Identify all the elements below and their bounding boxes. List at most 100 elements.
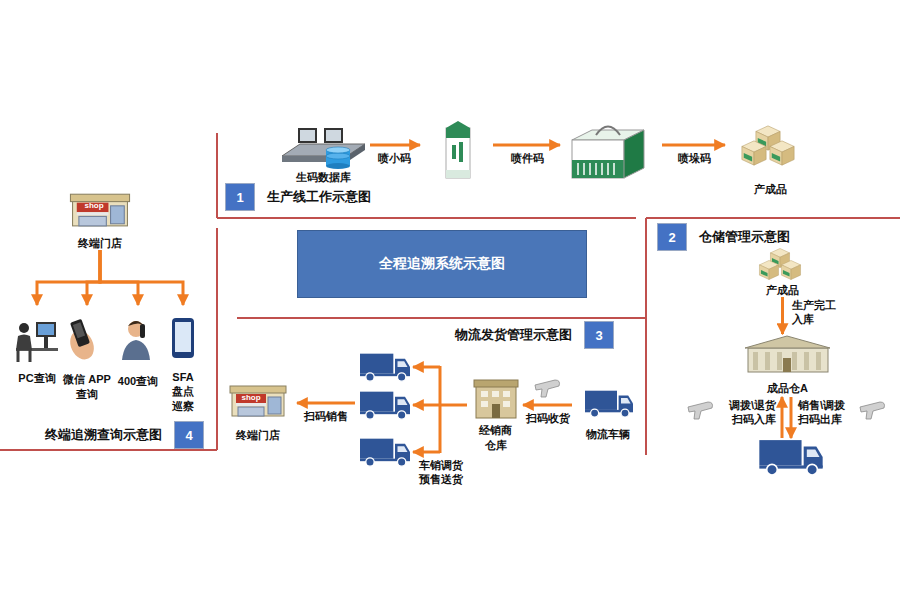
icon-node: 经销商 仓库: [468, 376, 523, 452]
pc-user-icon: [18, 350, 30, 362]
carton-icon: [459, 142, 463, 162]
section-heading: 终端追溯查询示意图4: [45, 420, 216, 450]
section-heading: 2仓储管理示意图: [657, 222, 857, 252]
dealer-building-icon: [481, 401, 488, 407]
pc-user-icon: [38, 324, 54, 335]
node-label: SFA 盘点 巡察: [167, 370, 199, 413]
icon-node: 终端门店: [60, 186, 140, 250]
flow-line: [440, 404, 467, 407]
sfa-phone-icon: [172, 318, 194, 358]
truck-icon: [360, 392, 410, 420]
flow-connector: [781, 297, 784, 334]
flow-arrow: [413, 366, 440, 369]
carton-icon: [446, 121, 470, 178]
shop-icon: [70, 194, 129, 226]
section-title: 物流发货管理示意图: [455, 326, 572, 344]
truck-icon: [759, 440, 822, 475]
icon-node: 成品仓A: [740, 334, 835, 395]
node-label: 微信 APP查询: [62, 372, 112, 401]
step-label: 喷垛码: [672, 151, 716, 165]
shop-sign: shop: [77, 201, 111, 211]
warehouse-icon: [765, 352, 770, 370]
carton-icon: [446, 128, 470, 178]
pc-user-icon: [36, 322, 56, 337]
database-icon: [282, 128, 365, 169]
node-label: 产成品: [766, 283, 799, 297]
frame-line: [216, 228, 218, 450]
icon-node: 产成品: [735, 120, 805, 196]
step-label: 喷件码: [505, 151, 549, 165]
section-heading: 物流发货管理示意图 3: [455, 320, 640, 350]
case-icon: [572, 140, 624, 178]
step-label: 喷小码: [372, 151, 416, 165]
carton-icon: [446, 170, 470, 178]
node-label: 400查询: [118, 374, 158, 388]
icon-node: 微信 APP查询: [60, 305, 114, 401]
case-icon: [601, 163, 603, 175]
wechat-phone-icon: [70, 319, 90, 348]
step-label: 调拨\退货 扫码入库: [718, 398, 776, 427]
flow-line: [439, 366, 442, 453]
hotline-user-icon: [122, 340, 150, 360]
pc-user-icon: [16, 322, 58, 362]
flow-connector: [523, 404, 572, 407]
case-icon: [624, 130, 644, 178]
dealer-building-icon: [474, 380, 518, 387]
case-icon: [595, 163, 597, 175]
database-icon: [326, 163, 350, 169]
icon-node: 产成品: [745, 245, 820, 297]
callout-number: 3: [584, 321, 614, 349]
wechat-phone-icon: [73, 322, 85, 338]
icon-node: SFA 盘点 巡察: [164, 305, 202, 413]
sfa-phone-icon: [172, 318, 194, 358]
flow-arrow: [370, 144, 420, 147]
section-title: 生产线工作示意图: [267, 188, 371, 206]
shop-icon: [230, 386, 286, 416]
section-heading: 1 生产线工作示意图: [225, 182, 425, 212]
flow-arrow: [413, 451, 440, 454]
icon-node: PC查询: [10, 305, 64, 385]
frame-line: [216, 133, 218, 218]
case-icon: [583, 163, 585, 175]
flow-arrow: [297, 145, 791, 452]
goods-icon: [770, 141, 794, 165]
hotline-user-icon: [128, 321, 144, 337]
node-label: 经销商 仓库: [474, 423, 518, 452]
dealer-building-icon: [503, 401, 510, 407]
dealer-building-icon: [492, 391, 499, 397]
step-label: 扫码销售: [300, 409, 352, 423]
carton-icon: [446, 128, 470, 138]
frame-line: [0, 449, 217, 451]
frame-line: [646, 217, 900, 219]
warehouse-icon: [753, 352, 758, 370]
icon-node: 400查询: [113, 305, 163, 388]
case-icon: [578, 163, 614, 175]
pc-user-icon: [19, 323, 29, 333]
scanner-icon: [535, 380, 560, 397]
dealer-building-icon: [492, 404, 500, 418]
frame-line: [237, 317, 646, 319]
flow-arrow: [413, 404, 440, 407]
callout-number: 2: [657, 223, 687, 251]
callout-number: 1: [225, 183, 255, 211]
truck-icon: [360, 439, 410, 467]
frame-line: [645, 218, 647, 455]
step-label: 销售\调拨 扫码出库: [798, 398, 856, 427]
node-label: 成品仓A: [767, 381, 808, 395]
dealer-building-icon: [476, 386, 516, 418]
warehouse-icon: [748, 348, 828, 372]
warehouse-icon: [792, 352, 797, 370]
case-icon: [596, 127, 620, 136]
flow-arrow: [781, 397, 784, 438]
connector-label: 生产完工 入库: [792, 298, 842, 327]
carton-icon: [446, 121, 470, 128]
pc-user-icon: [44, 337, 48, 348]
shop-sign: shop: [236, 393, 266, 403]
warehouse-icon: [783, 358, 791, 372]
flow-connector: [37, 250, 100, 305]
frame-line: [217, 217, 636, 219]
node-label: 终端门店: [78, 236, 122, 250]
truck-icon: [360, 354, 410, 382]
